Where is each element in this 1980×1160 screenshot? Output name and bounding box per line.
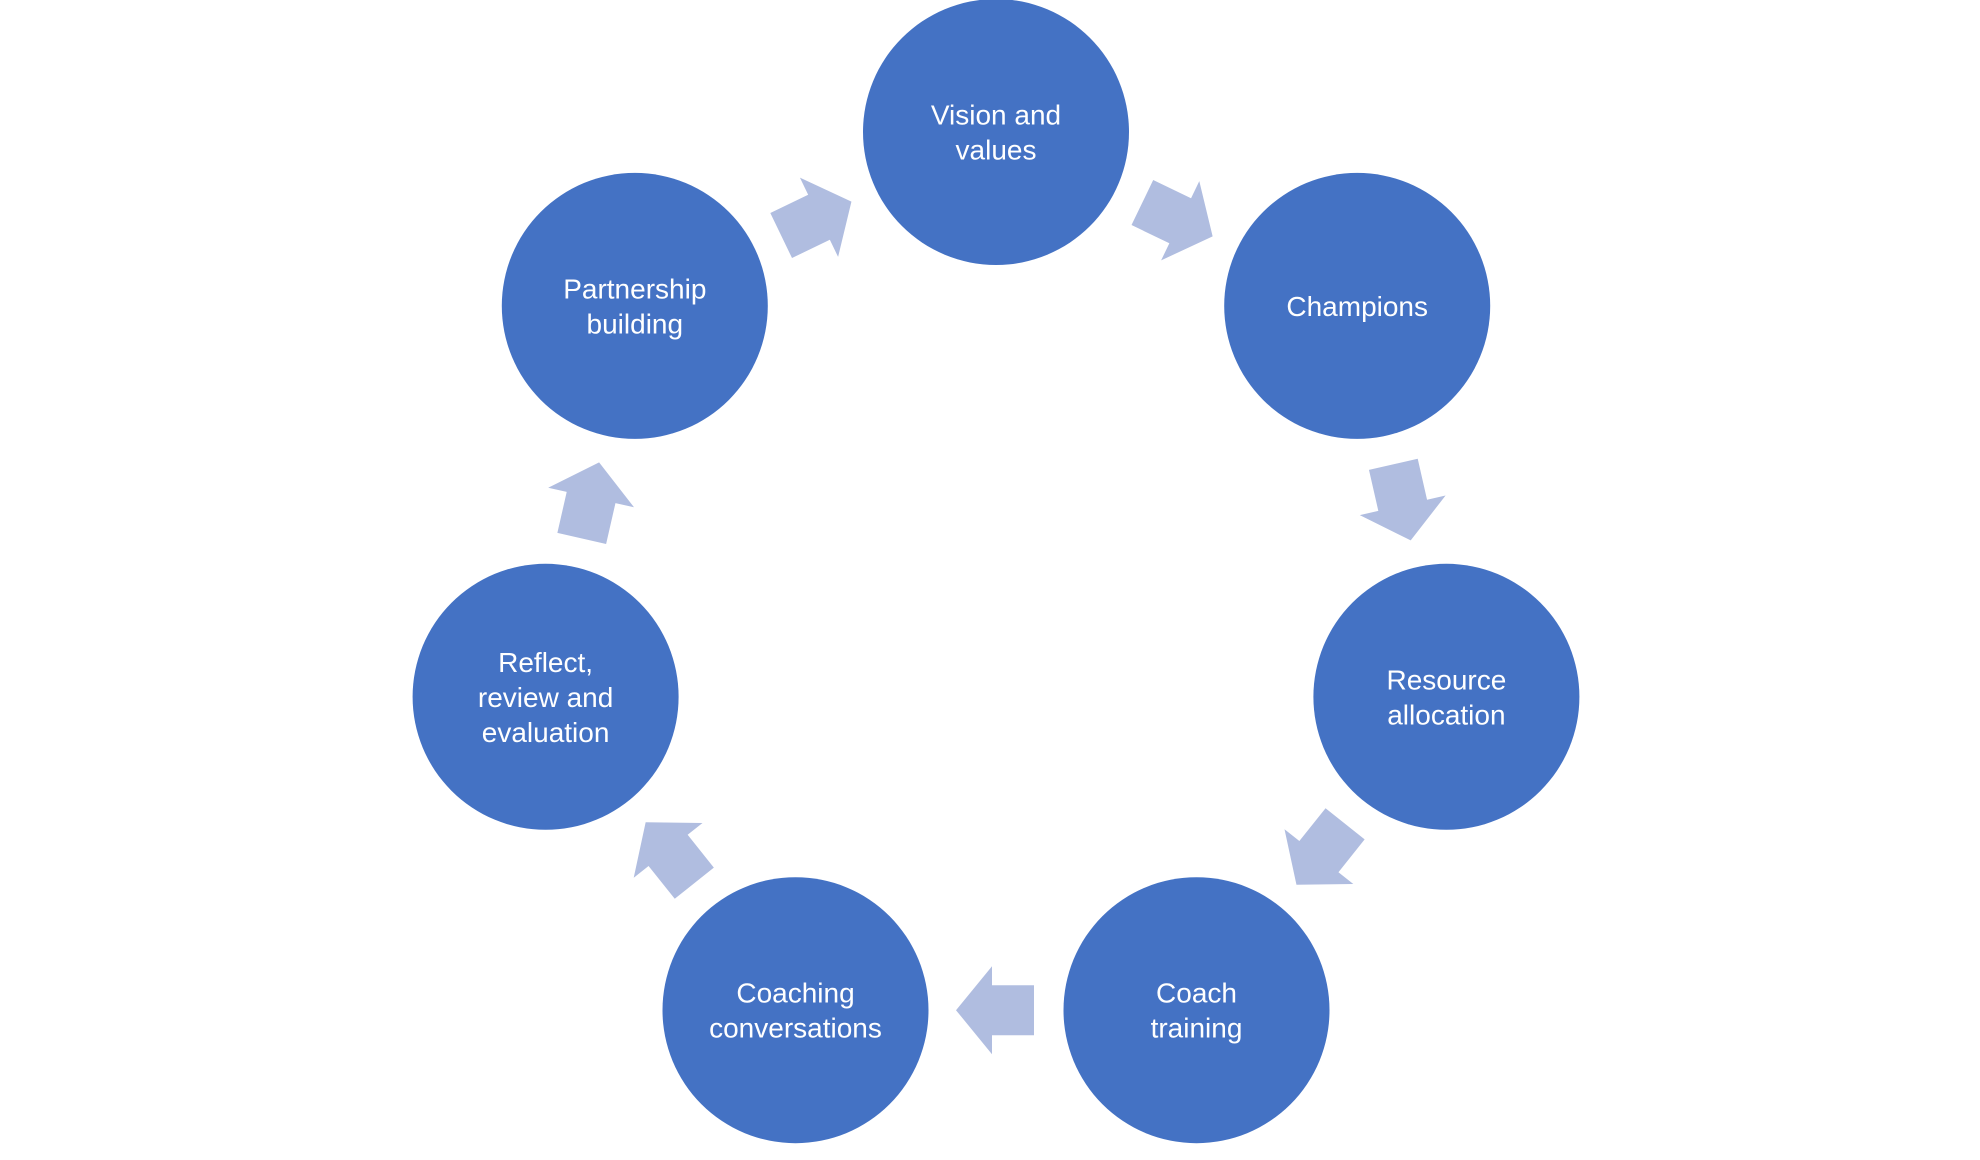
node-label-line: values xyxy=(956,135,1037,166)
arrow-shape xyxy=(770,177,852,259)
node-reflect-review-and-evaluation: Reflect, review and evaluation xyxy=(412,563,679,830)
arrow-shape xyxy=(1131,179,1213,261)
arrow-1-to-2 xyxy=(1131,179,1213,261)
node-label: Reflect, review and evaluation xyxy=(478,647,613,748)
node-label-line: Coaching xyxy=(736,978,854,1009)
node-partnership-building: Partnership building xyxy=(501,172,768,439)
arrow-shape xyxy=(956,966,1034,1055)
node-label-line: review and xyxy=(478,682,613,713)
arrow-shape xyxy=(548,462,634,545)
arrow-shape xyxy=(633,822,714,899)
arrow-6-to-7 xyxy=(548,462,634,545)
node-label-line: Reflect, xyxy=(498,647,593,678)
node-label-line: evaluation xyxy=(482,717,610,748)
node-label: Resource allocation xyxy=(1386,664,1506,730)
node-champions: Champions xyxy=(1224,172,1491,439)
arrow-2-to-3 xyxy=(1359,458,1446,541)
node-circle xyxy=(863,0,1129,265)
arrow-shape xyxy=(1284,808,1365,885)
node-label-line: building xyxy=(587,308,684,339)
node-circle xyxy=(501,172,768,439)
node-label: Partnership building xyxy=(563,273,706,339)
node-vision-and-values: Vision and values xyxy=(863,0,1129,265)
node-label-line: Resource xyxy=(1386,664,1506,695)
node-circle xyxy=(1224,172,1491,439)
node-circle xyxy=(1313,563,1580,830)
node-label: Coach training xyxy=(1151,978,1243,1044)
node-resource-allocation: Resource allocation xyxy=(1313,563,1580,830)
node-label-line: Vision and xyxy=(931,100,1061,131)
arrow-4-to-5 xyxy=(956,966,1034,1055)
node-label-line: conversations xyxy=(709,1013,882,1044)
arrow-5-to-6 xyxy=(633,822,714,899)
node-label-line: Partnership xyxy=(563,273,706,304)
node-label-line: Champions xyxy=(1286,291,1428,322)
arrow-3-to-4 xyxy=(1284,808,1365,885)
node-circle xyxy=(412,563,679,830)
node-label-line: training xyxy=(1151,1013,1243,1044)
node-label: Coaching conversations xyxy=(709,978,882,1044)
node-label-line: allocation xyxy=(1387,699,1505,730)
node-circle xyxy=(662,877,929,1144)
node-coaching-conversations: Coaching conversations xyxy=(662,877,929,1144)
arrows-layer xyxy=(548,177,1446,1055)
node-coach-training: Coach training xyxy=(1063,877,1330,1144)
node-label: Champions xyxy=(1286,291,1428,322)
arrow-shape xyxy=(1359,458,1446,541)
node-circle xyxy=(1063,877,1330,1144)
node-label-line: Coach xyxy=(1156,978,1237,1009)
arrow-7-to-1 xyxy=(770,177,852,259)
node-label: Vision and values xyxy=(931,100,1061,166)
